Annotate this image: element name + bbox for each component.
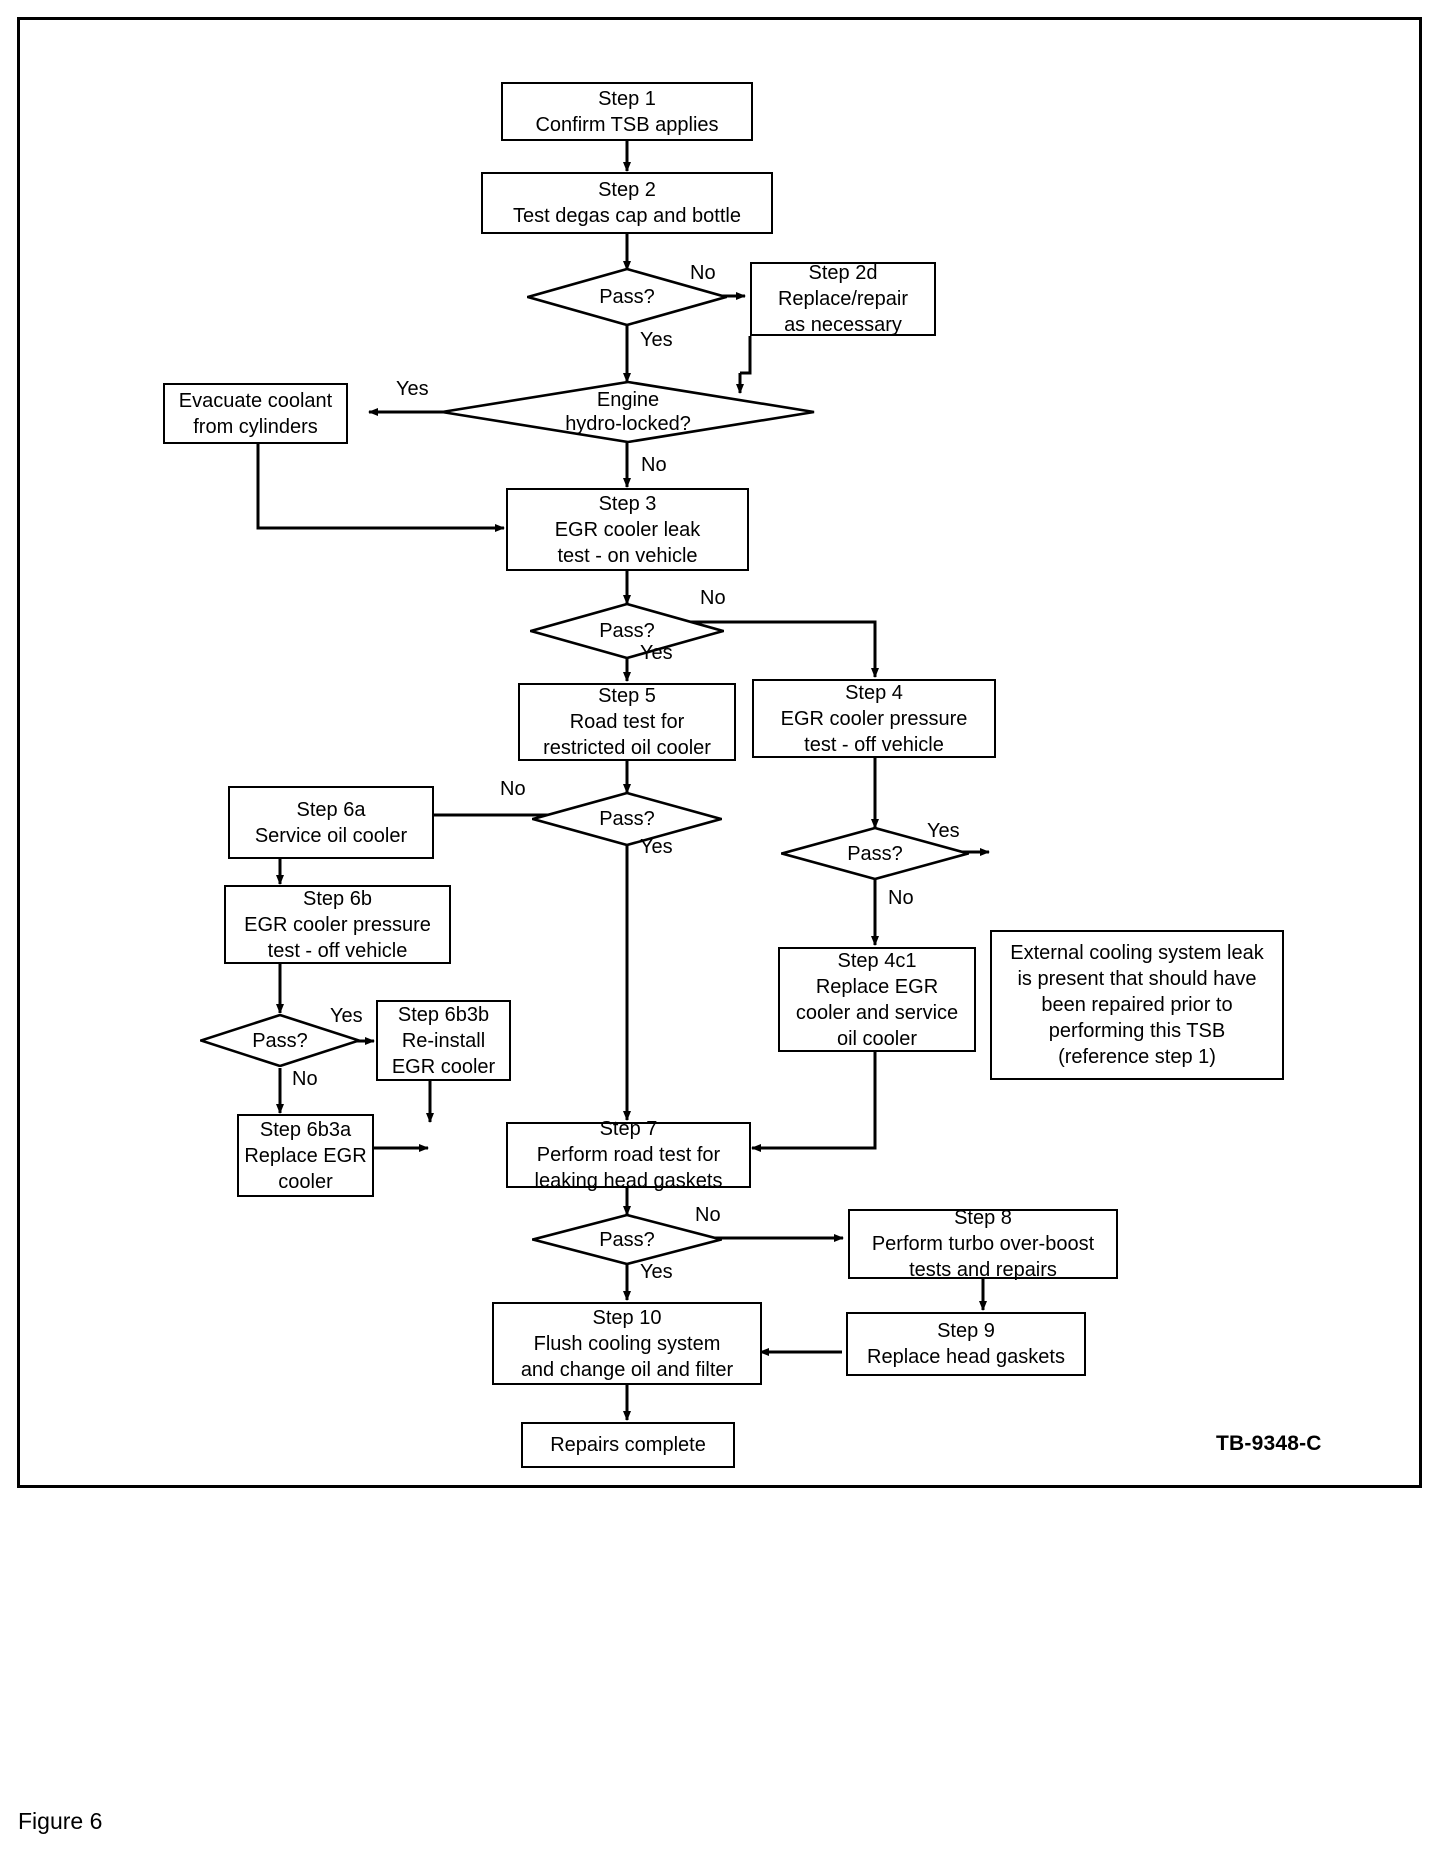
node-step5[interactable]: Step 5 Road test for restricted oil cool… [518, 683, 736, 761]
edge-label-d2-no: No [641, 454, 667, 476]
node-step6a[interactable]: Step 6a Service oil cooler [228, 786, 434, 859]
edge-label-d6-yes: Yes [330, 1005, 363, 1027]
diamond-shape [527, 268, 727, 326]
node-decision-pass-3[interactable]: Pass? [530, 603, 724, 659]
diamond-shape [781, 827, 969, 880]
node-decision-pass-6-label: Pass? [252, 1029, 308, 1052]
figure-caption: Figure 6 [18, 1808, 103, 1834]
node-decision-pass-4-label: Pass? [847, 842, 903, 865]
edge-label-d3-yes: Yes [640, 642, 673, 664]
node-step6a-label: Step 6a Service oil cooler [254, 798, 408, 847]
tb-code: TB-9348-C [1216, 1432, 1322, 1455]
node-step6b3a-label: Step 6b3a Replace EGR cooler [244, 1118, 367, 1193]
node-step10[interactable]: Step 10 Flush cooling system and change … [492, 1302, 762, 1385]
node-step10-label: Step 10 Flush cooling system and change … [520, 1306, 734, 1381]
node-step4[interactable]: Step 4 EGR cooler pressure test - off ve… [752, 679, 996, 758]
node-step3[interactable]: Step 3 EGR cooler leak test - on vehicle [506, 488, 749, 571]
node-decision-pass-7[interactable]: Pass? [532, 1214, 722, 1265]
node-step9-label: Step 9 Replace head gaskets [867, 1320, 1065, 1368]
figure-border [17, 17, 1422, 1488]
diamond-shape [532, 792, 722, 846]
node-step4c1[interactable]: Step 4c1 Replace EGR cooler and service … [778, 947, 976, 1052]
node-step8[interactable]: Step 8 Perform turbo over-boost tests an… [848, 1207, 1118, 1281]
node-step2d[interactable]: Step 2d Replace/repair as necessary [750, 262, 936, 336]
diamond-shape [530, 603, 724, 659]
node-step7[interactable]: Step 7 Perform road test for leaking hea… [506, 1118, 751, 1192]
node-evacuate-coolant[interactable]: Evacuate coolant from cylinders [163, 383, 348, 444]
diamond-shape [532, 1214, 722, 1265]
node-step3-label: Step 3 EGR cooler leak test - on vehicle [554, 492, 701, 567]
edge-label-d6-no: No [292, 1068, 318, 1090]
node-repairs-complete-label: Repairs complete [550, 1434, 706, 1456]
node-step1[interactable]: Step 1 Confirm TSB applies [501, 82, 753, 141]
edge-label-d7-no: No [695, 1204, 721, 1226]
node-step6b3b[interactable]: Step 6b3b Re-install EGR cooler [376, 1000, 511, 1081]
node-step6b3b-label: Step 6b3b Re-install EGR cooler [391, 1003, 496, 1078]
node-decision-pass-1-label: Pass? [599, 286, 655, 308]
node-decision-pass-1[interactable]: Pass? [527, 268, 727, 326]
diamond-shape [200, 1014, 360, 1067]
edge-label-d5-no: No [888, 887, 914, 909]
edge-label-d3-no: No [700, 587, 726, 609]
edge-label-d4-no: No [500, 778, 526, 800]
diamond-shape [441, 381, 815, 443]
node-decision-hydrolocked-label: Engine hydro-locked? [565, 389, 691, 435]
edge-label-d2-yes: Yes [396, 378, 429, 400]
node-step6b[interactable]: Step 6b EGR cooler pressure test - off v… [224, 885, 451, 964]
node-step2[interactable]: Step 2 Test degas cap and bottle [481, 172, 773, 234]
node-repairs-complete[interactable]: Repairs complete [521, 1422, 735, 1468]
node-external-leak-note-label: External cooling system leak is present … [1010, 942, 1264, 1068]
node-step8-label: Step 8 Perform turbo over-boost tests an… [871, 1207, 1095, 1281]
node-external-leak-note[interactable]: External cooling system leak is present … [990, 930, 1284, 1080]
node-decision-pass-7-label: Pass? [599, 1228, 655, 1251]
node-step7-label: Step 7 Perform road test for leaking hea… [534, 1118, 723, 1192]
edge-label-d1-yes: Yes [640, 329, 673, 351]
node-step1-label: Step 1 Confirm TSB applies [535, 87, 719, 136]
node-step6b3a[interactable]: Step 6b3a Replace EGR cooler [237, 1114, 374, 1197]
node-decision-pass-5[interactable]: Pass? [532, 792, 722, 846]
node-step4-label: Step 4 EGR cooler pressure test - off ve… [780, 681, 968, 756]
node-step2-label: Step 2 Test degas cap and bottle [513, 179, 741, 227]
edge-label-d1-no: No [690, 262, 716, 284]
node-step2d-label: Step 2d Replace/repair as necessary [777, 262, 909, 336]
node-evacuate-coolant-label: Evacuate coolant from cylinders [178, 389, 333, 438]
edge-label-d5-yes: Yes [927, 820, 960, 842]
node-step4c1-label: Step 4c1 Replace EGR cooler and service … [795, 949, 959, 1050]
node-step9[interactable]: Step 9 Replace head gaskets [846, 1312, 1086, 1376]
node-decision-pass-3-label: Pass? [599, 620, 655, 642]
node-decision-hydrolocked[interactable]: Engine hydro-locked? [441, 381, 815, 443]
node-decision-pass-5-label: Pass? [599, 808, 655, 830]
edge-label-d4-yes: Yes [640, 836, 673, 858]
node-step6b-label: Step 6b EGR cooler pressure test - off v… [244, 887, 431, 962]
edge-label-d7-yes: Yes [640, 1261, 673, 1283]
node-decision-pass-6[interactable]: Pass? [200, 1014, 360, 1067]
node-decision-pass-4[interactable]: Pass? [781, 827, 969, 880]
node-step5-label: Step 5 Road test for restricted oil cool… [543, 685, 711, 759]
